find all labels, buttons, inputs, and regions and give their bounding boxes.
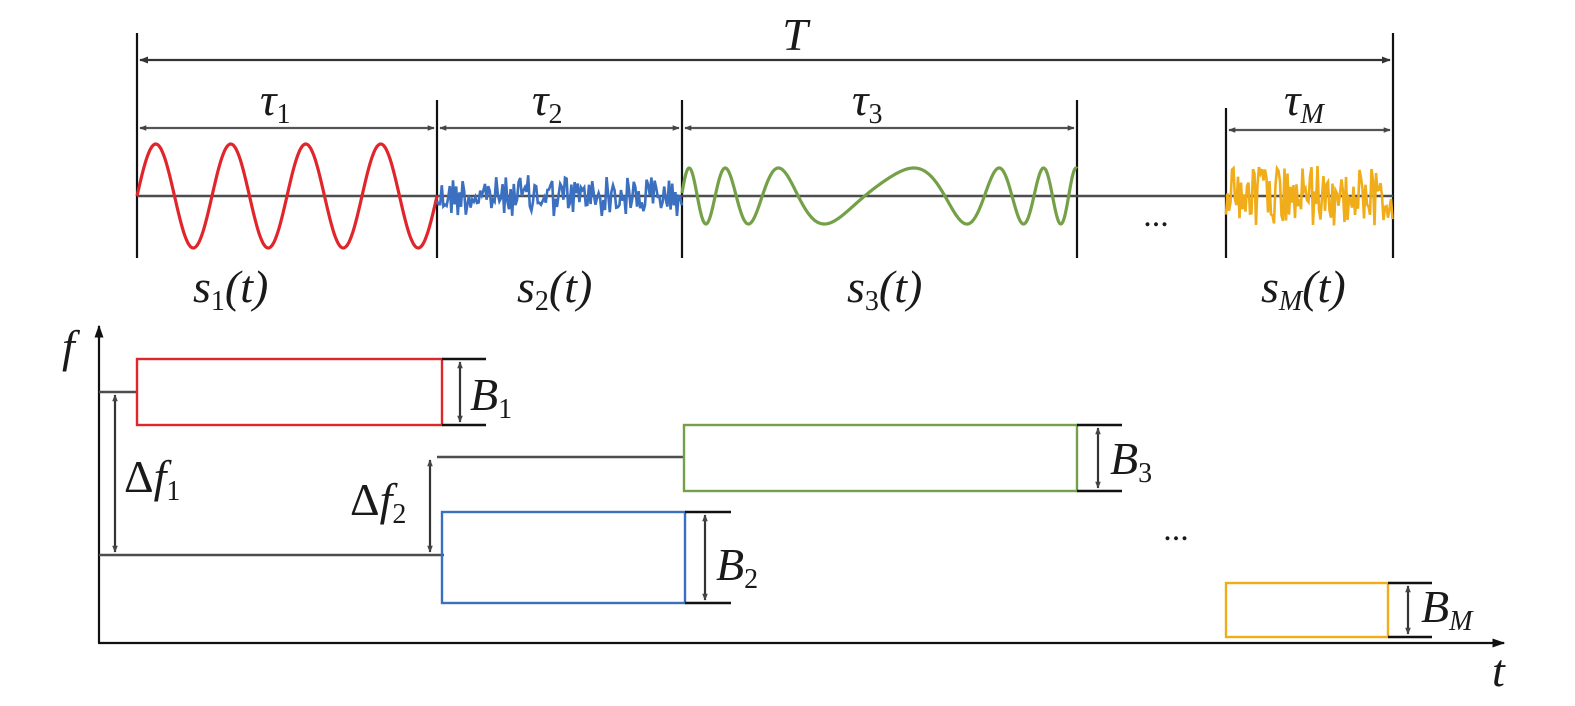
waveform-s3 bbox=[680, 166, 1078, 226]
BM-label: BM bbox=[1421, 581, 1474, 637]
delta-f1-label: Δf1 bbox=[124, 451, 180, 507]
band-s1 bbox=[135, 357, 444, 427]
s3-label: s3(t) bbox=[847, 261, 922, 317]
waveform-s2 bbox=[435, 175, 684, 217]
time-frequency-panel: f t Δf1 Δf2 B1 B3 B2 BM bbox=[62, 321, 1506, 696]
tau2-label: τ2 bbox=[532, 74, 562, 130]
s1-label: s1(t) bbox=[193, 261, 268, 317]
B1-label: B1 bbox=[470, 369, 512, 425]
waveform-sM bbox=[1224, 164, 1394, 226]
sM-label: sM(t) bbox=[1261, 261, 1346, 317]
tau3-label: τ3 bbox=[852, 74, 882, 130]
time-domain-panel: T τ1 τ2 τ3 τM ... s1(t) s2(t) s3(t) sM(t… bbox=[135, 9, 1395, 317]
total-duration-label: T bbox=[782, 9, 811, 60]
f-axis-label: f bbox=[62, 321, 81, 372]
band-sM bbox=[1224, 581, 1390, 639]
B2-label: B2 bbox=[716, 539, 758, 595]
band-s2 bbox=[440, 510, 687, 605]
ellipsis-bottom: ... bbox=[1163, 511, 1189, 548]
waveform-s1 bbox=[135, 142, 439, 250]
B3-label: B3 bbox=[1110, 433, 1152, 489]
s2-label: s2(t) bbox=[517, 261, 592, 317]
ellipsis-top: ... bbox=[1143, 197, 1169, 234]
delta-f2-label: Δf2 bbox=[350, 474, 406, 530]
band-s3 bbox=[682, 423, 1079, 493]
tau1-label: τ1 bbox=[260, 74, 290, 130]
t-axis-label: t bbox=[1492, 645, 1506, 696]
tauM-label: τM bbox=[1284, 74, 1325, 130]
